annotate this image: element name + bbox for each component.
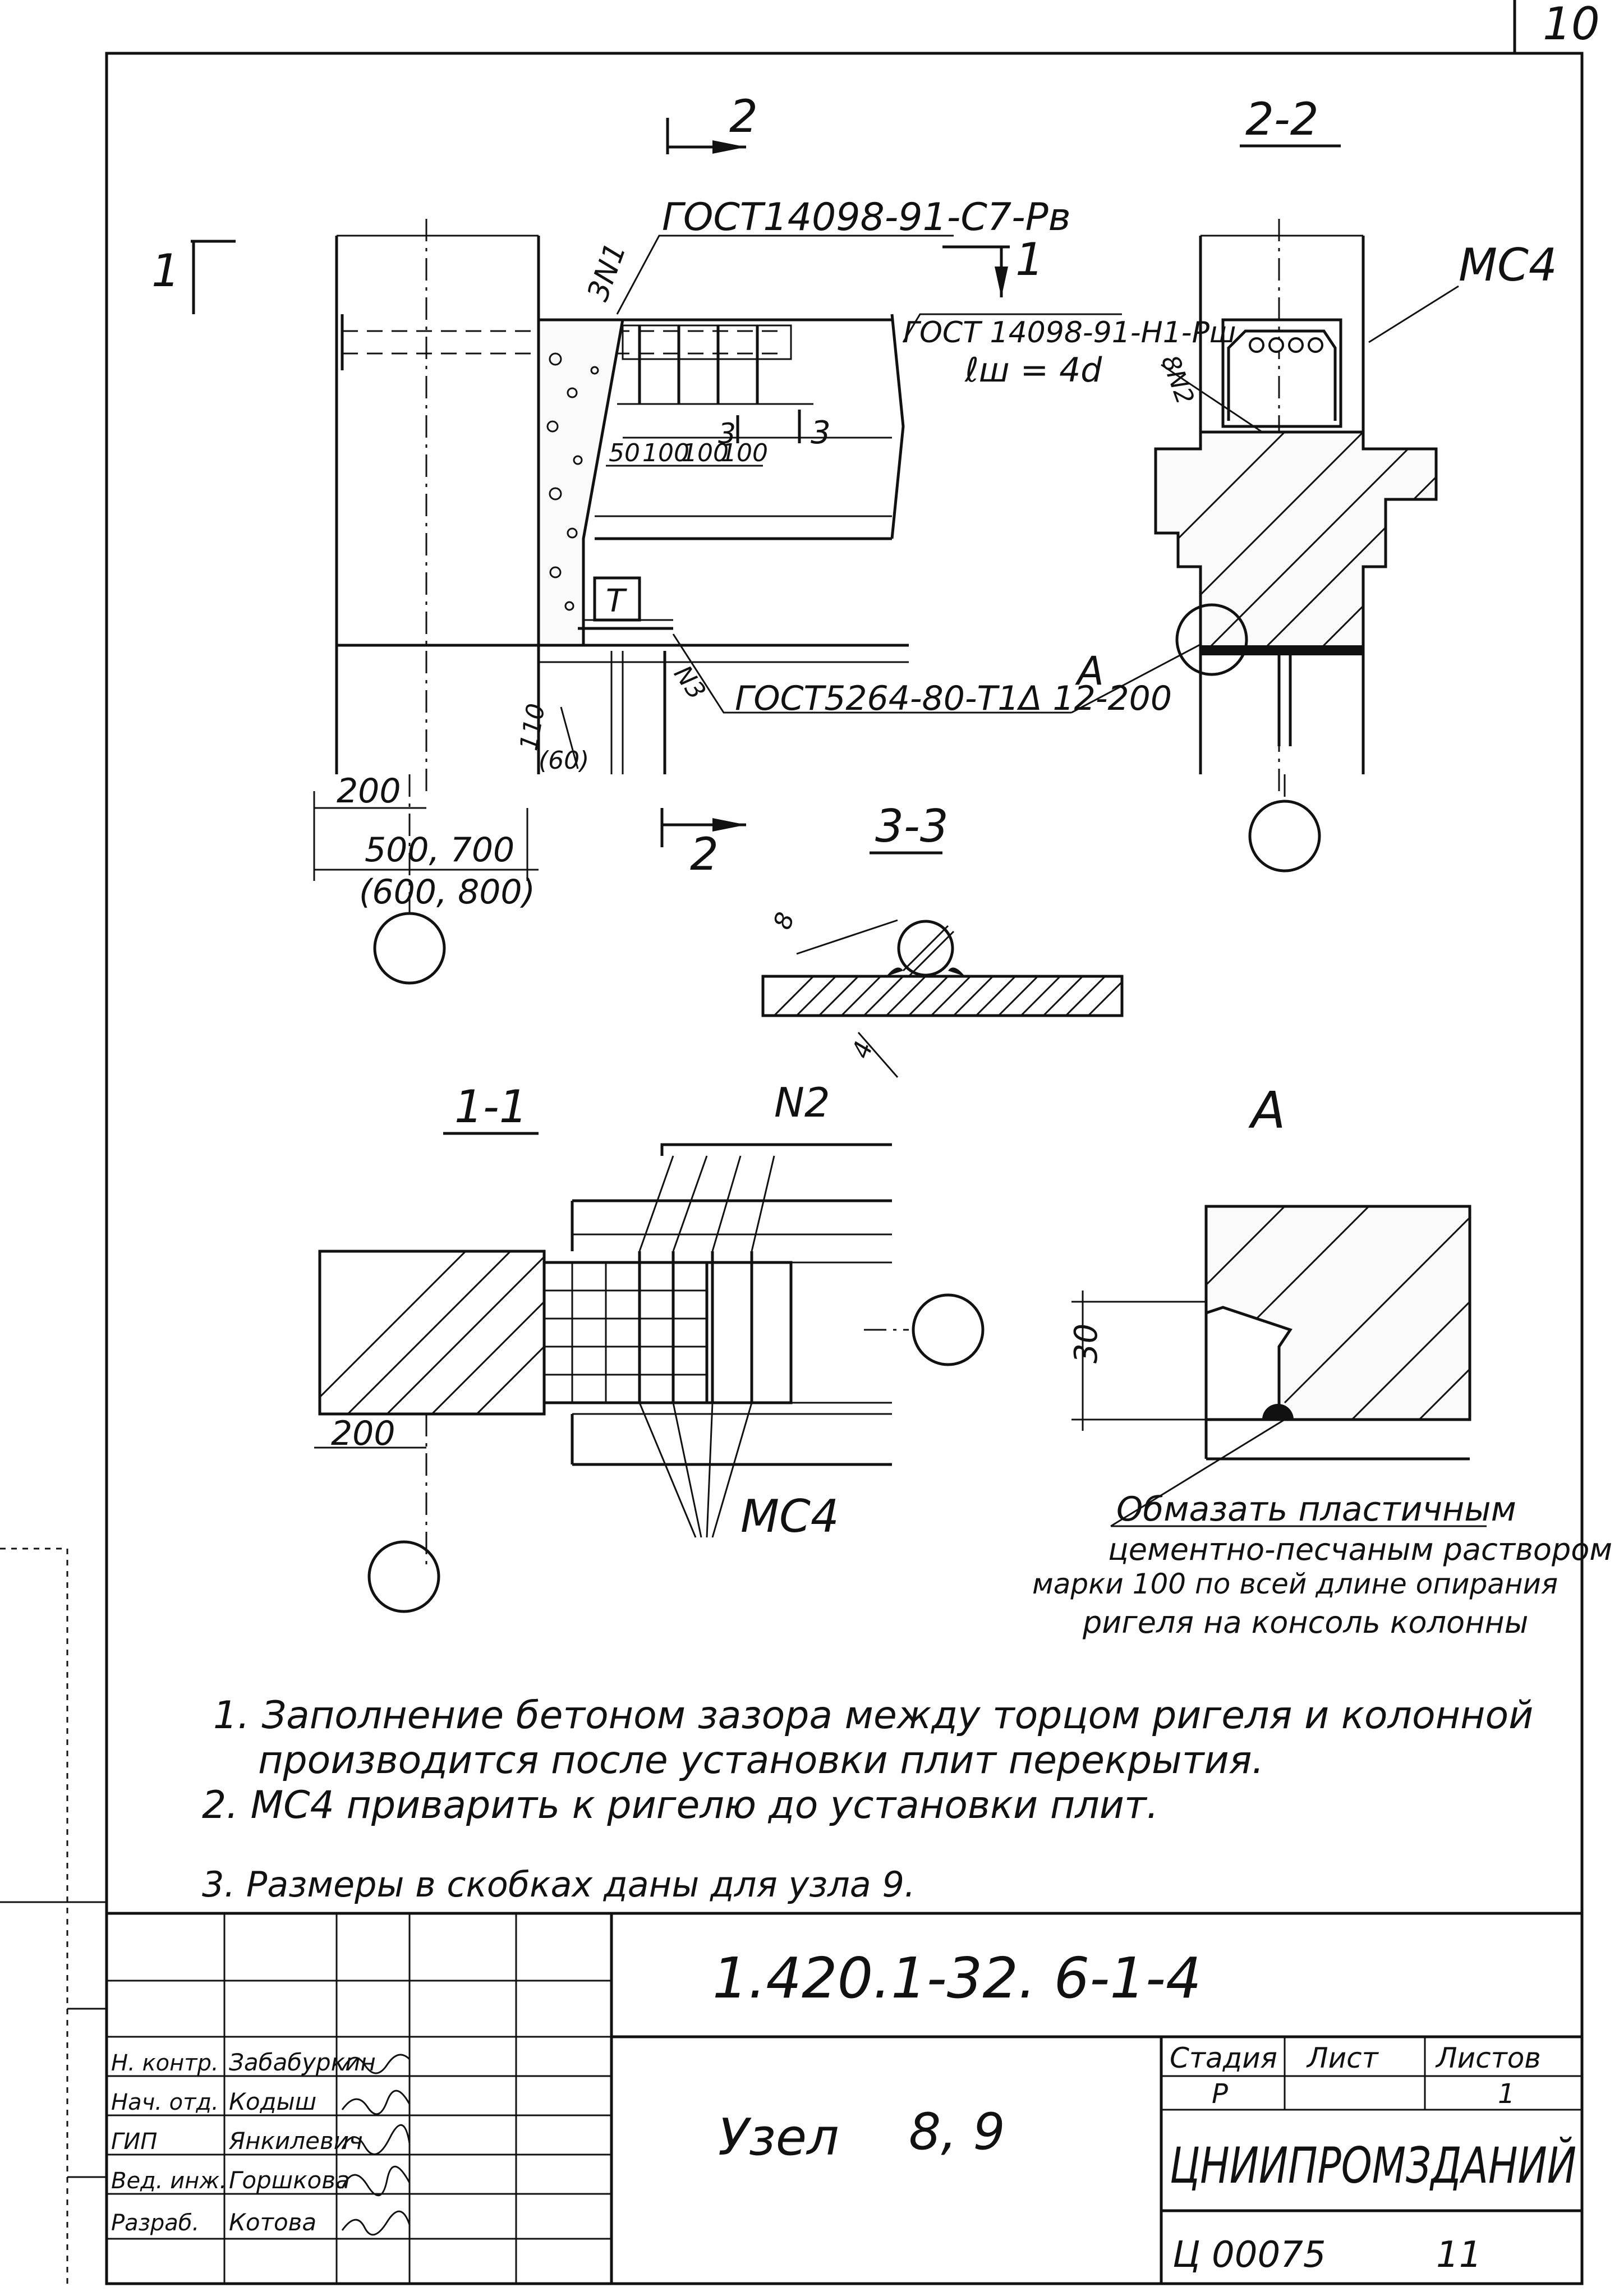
axis-bubble-1-1-bottom [367,1540,440,1613]
document-code: 1.420.1-32. 6-1-4 [712,1945,1202,2011]
section-2-2-title: 2-2 [1245,93,1319,145]
weld-length: ℓш = 4d [964,351,1102,390]
role-1: Нач. отд. [111,2090,219,2115]
cut-2-label-bottom: 2 [690,828,719,880]
column-section-1-1 [318,1250,546,1416]
section-1-1: 1-1 N2 [314,1079,985,1613]
name-2: Янкилевич [228,2127,363,2155]
role-2: ГИП [111,2129,157,2155]
note-a-line-2: цементно-песчаным раствором [1108,1532,1612,1567]
dim-200-main: 200 [337,772,401,811]
section-3-3-title: 3-3 [875,800,949,852]
page-number: 10 [1543,0,1600,50]
callout-gost-5264: ГОСТ5264-80-Т1Δ 12-200 [735,679,1172,718]
cut-1-label-right: 1 [1015,233,1044,286]
note-a-line-4: ригеля на консоль колонны [1082,1605,1528,1640]
cut-2-label-top: 2 [729,90,758,143]
cut-1-label-left: 1 [151,245,180,297]
main-view: 2 1 1 2 [151,90,1263,985]
dim-110: 110 [514,701,551,753]
stamp-value-sheets: 1 [1498,2078,1515,2110]
rebar-round [897,920,954,977]
callout-gost-14098-h1: ГОСТ 14098-91-Н1-Рш [903,316,1236,350]
spacing-dim-50: 50 [609,439,640,467]
label-8n2: 8N2 [1156,351,1199,408]
name-1: Кодыш [229,2088,316,2115]
section-3-mark-a: 3 [718,417,736,450]
axis-bubble-1-1-right [912,1293,985,1366]
title-block: 1.420.1-32. 6-1-4 Узел 8, 9 Стадия Лист … [105,1912,1584,2285]
role-3: Вед. инж. [111,2168,227,2194]
note-a-line-3: марки 100 по всей длине опирания [1032,1568,1558,1600]
general-notes: 1. Заполнение бетоном зазора между торцо… [202,1693,1533,1905]
role-0: Н. контр. [111,2050,219,2076]
dim-8: 8 [768,908,801,933]
section-3-3: 3-3 8 4 [761,800,1124,1078]
stamp-header-stage: Стадия [1170,2042,1277,2074]
signatures [341,2054,411,2236]
spacing-dim-100-a: 100 [642,439,689,467]
dim-200-1-1: 200 [331,1414,395,1453]
section-2-2-mc4: МС4 [1459,239,1557,291]
organization: ЦНИИПРОМЗДАНИЙ [1170,2137,1576,2194]
name-0: Забабуркин [229,2049,376,2076]
note-3: 3. Размеры в скобках даны для узла 9. [202,1864,916,1905]
archive-sheet: 11 [1436,2234,1482,2276]
note-2: 2. МС4 приварить к ригелю до установки п… [202,1783,1158,1827]
rebar-dots [1249,337,1323,353]
title-prefix: Узел [718,2108,839,2167]
stirrups-mc4 [622,324,792,404]
name-4: Котова [229,2208,316,2236]
role-4: Разраб. [111,2210,199,2236]
stamp-header-sheets: Листов [1435,2042,1541,2074]
detail-a-concrete [1204,1205,1471,1421]
note-a-line-1: Обмазать пластичным [1116,1490,1516,1529]
spacing-dim-100-c: 100 [721,439,768,467]
aggregate-dots [546,352,599,611]
dim-60: (60) [539,746,589,775]
cut-mark-2-bottom: 2 [660,808,746,880]
stamp-header-sheet: Лист [1306,2042,1379,2074]
dim-width: 500, 700 [365,830,514,870]
dim-width-alt: (600, 800) [359,873,535,912]
cut-mark-1-right: 1 [942,233,1044,297]
cut-mark-1-left: 1 [151,240,236,314]
section-3-mark-b: 3 [811,415,831,451]
cut-mark-2-top: 2 [666,90,758,154]
detail-a: А 30 Обмазать пластичным цементно-песчан… [1032,1081,1612,1640]
title-nodes: 8, 9 [909,2102,1005,2161]
callout-a-main: А [1075,648,1104,694]
label-3n1: 3N1 [581,238,633,305]
spacing-dim-100-b: 100 [682,439,729,467]
axis-bubble-main [373,912,446,985]
note-1-line-1: 1. Заполнение бетоном зазора между торцо… [213,1693,1533,1738]
section-2-2: 2-2 МС4 [1154,93,1557,873]
note-1-line-2: производится после установки плит перекр… [258,1738,1264,1783]
callout-gost-14098-c7: ГОСТ14098-91-С7-Рв [662,195,1071,240]
dim-4: 4 [847,1037,879,1062]
stamp-value-stage: Р [1212,2078,1228,2110]
archive-number: Ц 00075 [1172,2234,1326,2276]
tee-mark: Т [606,583,627,619]
section-1-1-n2: N2 [774,1079,830,1126]
detail-a-marker [1175,603,1248,676]
axis-bubble-2-2 [1248,800,1321,873]
label-n3: N3 [668,660,711,705]
section-1-1-mc4: МС4 [740,1490,839,1542]
dim-30: 30 [1068,1324,1105,1363]
section-1-1-title: 1-1 [454,1081,528,1133]
detail-a-title: А [1248,1081,1286,1140]
name-3: Горшкова [229,2166,350,2194]
